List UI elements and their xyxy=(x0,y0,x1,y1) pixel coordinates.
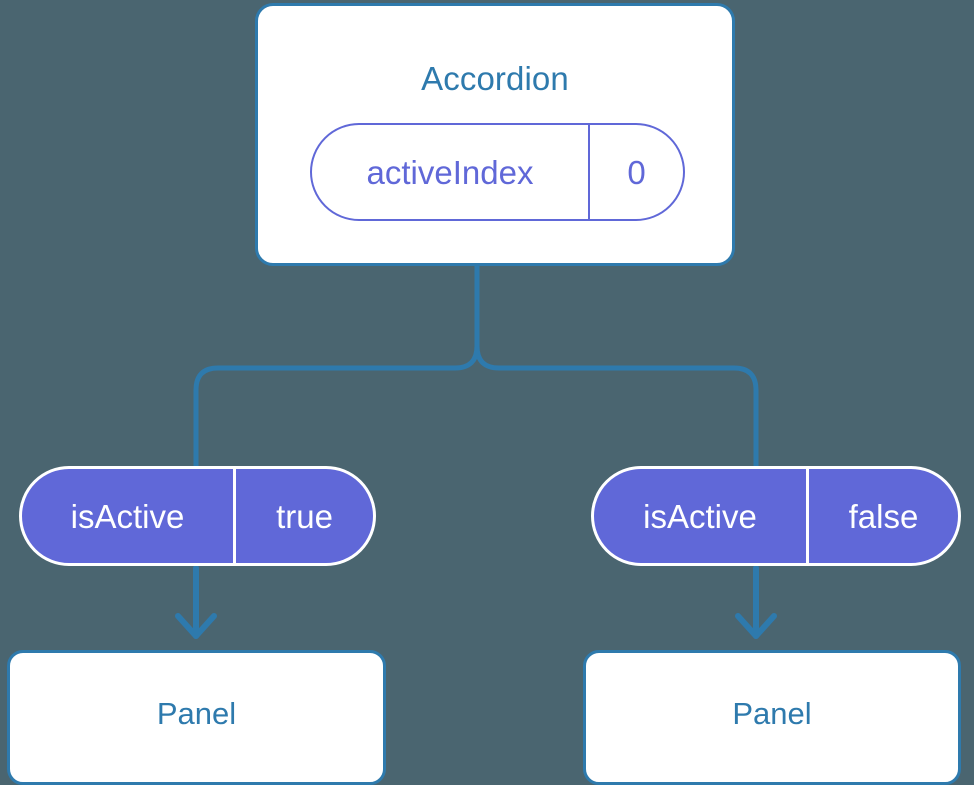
accordion-state-pill[interactable]: activeIndex 0 xyxy=(310,123,685,221)
accordion-state-key: activeIndex xyxy=(312,125,590,219)
panel-component-card-right[interactable]: Panel xyxy=(583,650,961,785)
panel-title-left: Panel xyxy=(156,696,237,731)
child-state-value-right: false xyxy=(848,497,919,535)
child-state-pill-left[interactable]: isActive true xyxy=(19,466,376,566)
connector-path-left xyxy=(193,263,480,469)
panel-title-right: Panel xyxy=(732,696,812,731)
accordion-state-value: 0 xyxy=(627,153,646,191)
connector-path-right xyxy=(474,263,759,469)
arrow-head-left-icon xyxy=(175,613,217,639)
child-state-pill-right[interactable]: isActive false xyxy=(591,466,961,566)
accordion-title: Accordion xyxy=(421,60,569,97)
arrow-head-right-icon xyxy=(735,613,777,639)
child-state-value-left: true xyxy=(276,497,333,535)
panel-component-card-left[interactable]: Panel xyxy=(7,650,386,785)
child-state-key-right: isActive xyxy=(594,469,809,563)
child-state-key-left: isActive xyxy=(22,469,236,563)
accordion-component-card[interactable]: Accordion activeIndex 0 xyxy=(255,3,735,266)
